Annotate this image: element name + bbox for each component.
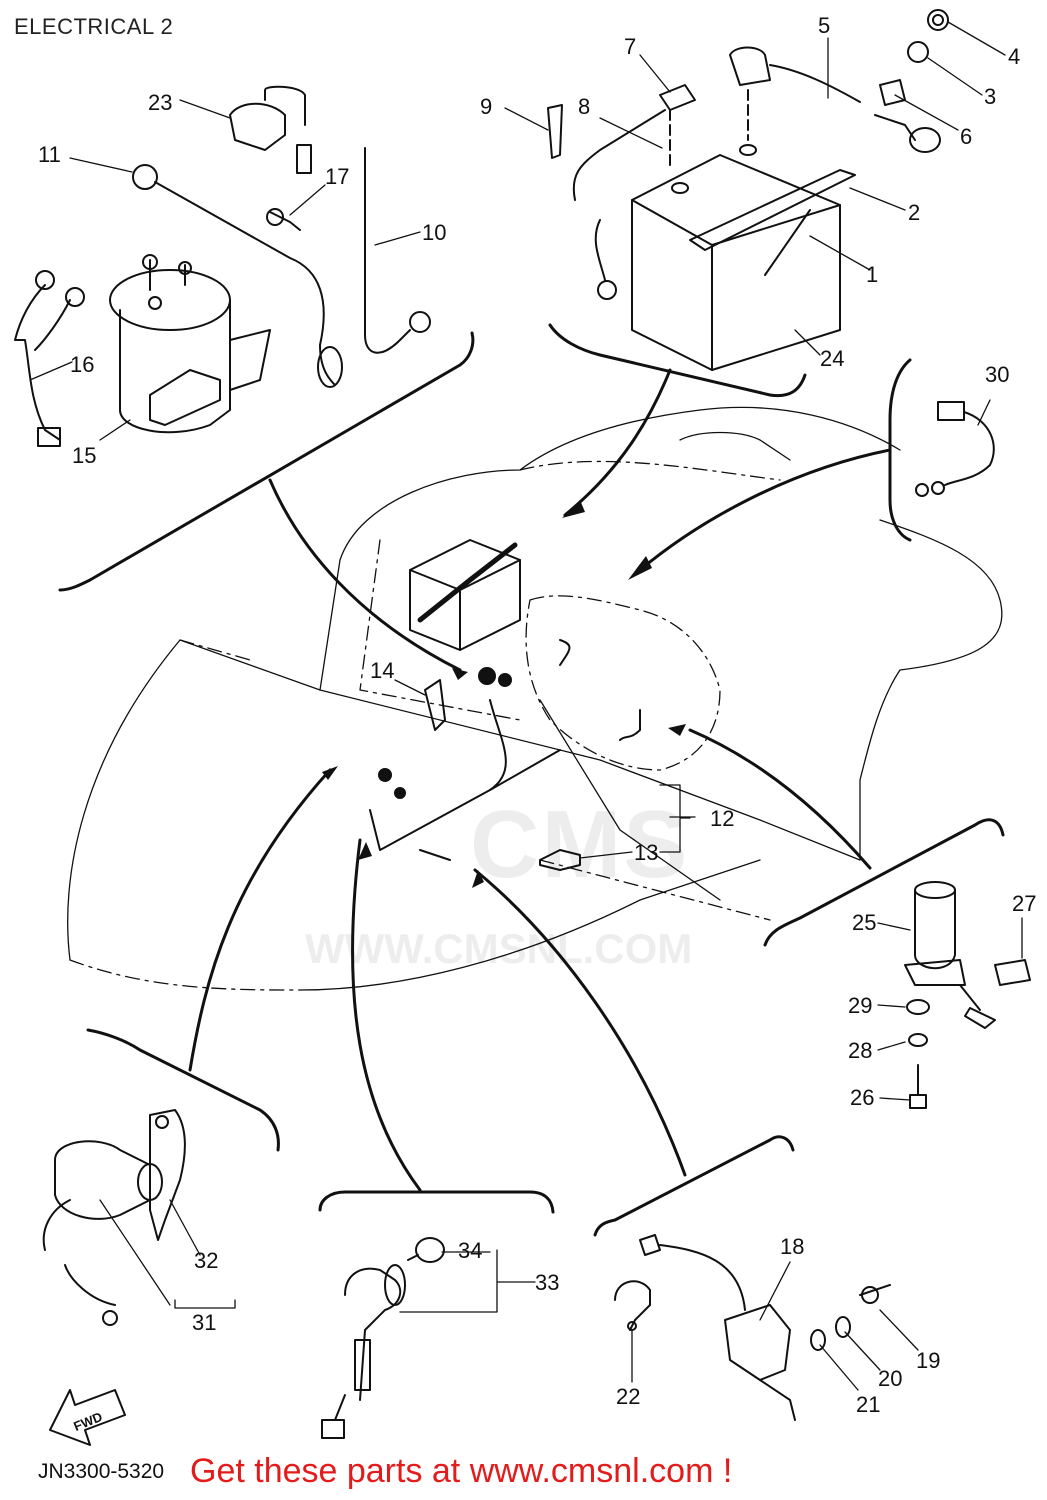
callout-12: 12 [710, 806, 734, 831]
cap-3 [907, 41, 929, 63]
callout-1: 1 [866, 262, 878, 287]
battery-24 [631, 144, 856, 371]
fuse-holder-23 [229, 85, 312, 174]
main-switch-31 [42, 1140, 163, 1326]
callout-15: 15 [72, 443, 96, 468]
terminal-7 [659, 84, 696, 166]
clip-6 [874, 79, 941, 153]
callout-18: 18 [780, 1234, 804, 1259]
bolt-19 [859, 1284, 891, 1304]
callout-21: 21 [856, 1392, 880, 1417]
battery-cable-8 [572, 109, 666, 300]
leader-lines [29, 21, 1023, 1391]
callout-3: 3 [984, 84, 996, 109]
callout-10: 10 [422, 220, 446, 245]
callout-23: 23 [148, 90, 172, 115]
fwd-label: FWD [71, 1409, 104, 1434]
wire-harness-center [369, 639, 641, 871]
callout-7: 7 [624, 34, 636, 59]
callout-29: 29 [848, 993, 872, 1018]
group-bracket-30 [638, 358, 912, 572]
socket-33 [321, 1264, 406, 1439]
callout-33: 33 [535, 1270, 559, 1295]
callout-34: 34 [458, 1238, 482, 1263]
switch-18 [639, 1234, 796, 1421]
cap-27 [994, 959, 1031, 986]
group-bracket-bottom-center [318, 838, 555, 1214]
callout-4: 4 [1008, 44, 1020, 69]
callout-14: 14 [370, 658, 394, 683]
callout-28: 28 [848, 1038, 872, 1063]
group-bracket-battery [548, 323, 807, 517]
arrowheads [322, 500, 686, 888]
callout-31: 31 [192, 1310, 216, 1335]
washer-20 [835, 1316, 851, 1338]
switch-25 [904, 881, 996, 1029]
battery-small-center [409, 539, 521, 651]
watermark-url: WWW.CMSNL.COM [305, 925, 693, 972]
callout-5: 5 [818, 13, 830, 38]
group-bracket-bottom-left [86, 768, 332, 1152]
callout-30: 30 [985, 362, 1009, 387]
callout-17: 17 [325, 164, 349, 189]
callout-19: 19 [916, 1348, 940, 1373]
callout-24: 24 [820, 346, 844, 371]
callout-27: 27 [1012, 891, 1036, 916]
callout-20: 20 [878, 1366, 902, 1391]
lead-wire-16 [14, 270, 85, 447]
callout-22: 22 [616, 1384, 640, 1409]
vehicle-body-outline [67, 406, 1003, 991]
callout-6: 6 [960, 124, 972, 149]
callout-26: 26 [850, 1085, 874, 1110]
battery-cover-5 [729, 46, 861, 141]
washer-21 [810, 1329, 826, 1351]
callout-25: 25 [852, 910, 876, 935]
cap-4 [927, 9, 949, 31]
page-title: ELECTRICAL 2 [14, 14, 174, 39]
clamp-22 [614, 1280, 651, 1331]
washer-29 [906, 999, 930, 1015]
watermark-brand: CMS [470, 791, 690, 898]
cable-11 [132, 164, 343, 388]
group-bracket-right-bottom [688, 728, 1005, 947]
bolt-17 [266, 208, 301, 231]
callout-2: 2 [908, 200, 920, 225]
sub-lead-30 [915, 401, 995, 497]
fwd-arrow-icon [49, 1389, 126, 1446]
callout-32: 32 [194, 1248, 218, 1273]
group-bracket-top-left [58, 331, 475, 672]
washer-28 [908, 1033, 928, 1047]
starter-relay-15 [109, 254, 271, 434]
bolt-26 [909, 1064, 927, 1109]
callout-11: 11 [38, 142, 61, 167]
key-32 [149, 1109, 186, 1241]
callout-13: 13 [634, 840, 658, 865]
callout-9: 9 [480, 94, 492, 119]
promo-link[interactable]: Get these parts at www.cmsnl.com ! [190, 1452, 733, 1490]
callout-16: 16 [70, 352, 94, 377]
group-bracket-bottom-right [473, 868, 795, 1237]
bulb-34 [407, 1237, 445, 1263]
callout-8: 8 [578, 94, 590, 119]
band-9 [547, 104, 563, 159]
ground-wire-10 [364, 147, 431, 354]
diagram-code: JN3300-5320 [38, 1460, 165, 1483]
